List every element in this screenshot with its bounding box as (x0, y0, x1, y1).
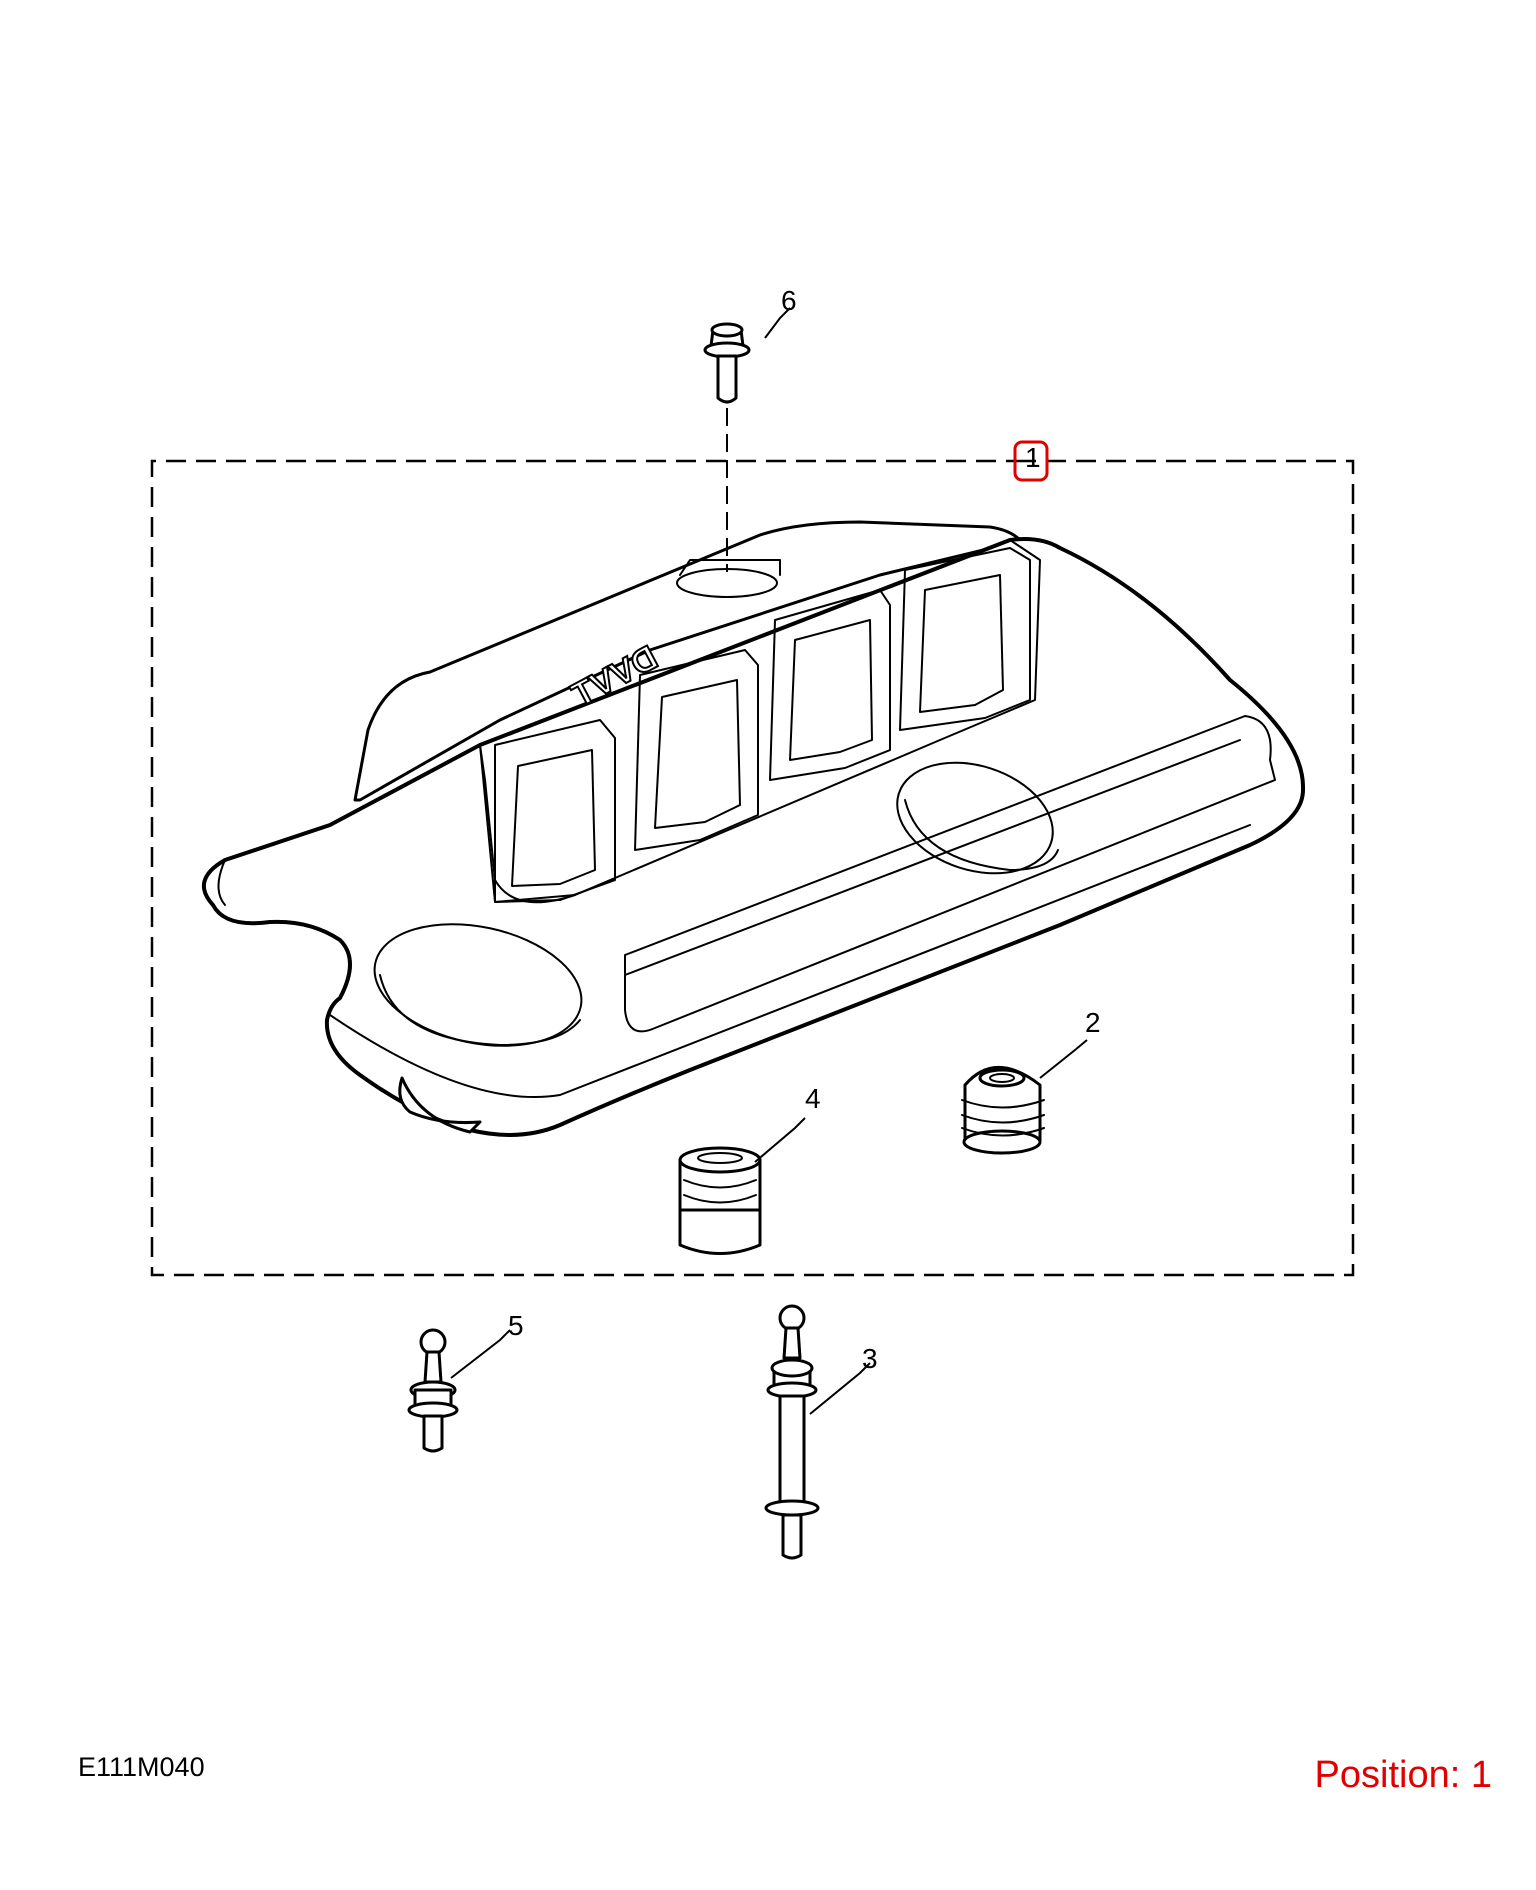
callout-4[interactable]: 4 (805, 1083, 821, 1114)
long-stud-part-3[interactable] (764, 1304, 820, 1560)
drawing-code-label: E111M040 (78, 1752, 205, 1782)
cover-ribs-lower (494, 649, 759, 903)
engine-cover-part[interactable]: DVVT (202, 520, 1306, 1137)
leader-line-3 (809, 1362, 871, 1415)
callout-1[interactable]: 1 (1025, 442, 1041, 473)
callout-5[interactable]: 5 (508, 1310, 524, 1341)
leader-line-4 (754, 1117, 806, 1163)
callout-6[interactable]: 6 (781, 285, 797, 316)
leader-line-2 (1039, 1039, 1088, 1079)
ball-stud-part-5[interactable] (407, 1328, 459, 1453)
cover-ribs-upper (769, 547, 1031, 781)
position-indicator: Position: 1 (1314, 1754, 1492, 1796)
callout-2[interactable]: 2 (1085, 1007, 1101, 1038)
kit-boundary-frame (150, 459, 1355, 1277)
callout-1-highlight-box (1013, 440, 1049, 482)
leader-line-5 (450, 1329, 511, 1379)
grommet-part-4[interactable] (678, 1146, 762, 1255)
grommet-part-2[interactable] (961, 1066, 1045, 1155)
callout-3[interactable]: 3 (862, 1343, 878, 1374)
leader-line-6 (764, 307, 791, 339)
bolt-part-6[interactable] (703, 322, 751, 404)
